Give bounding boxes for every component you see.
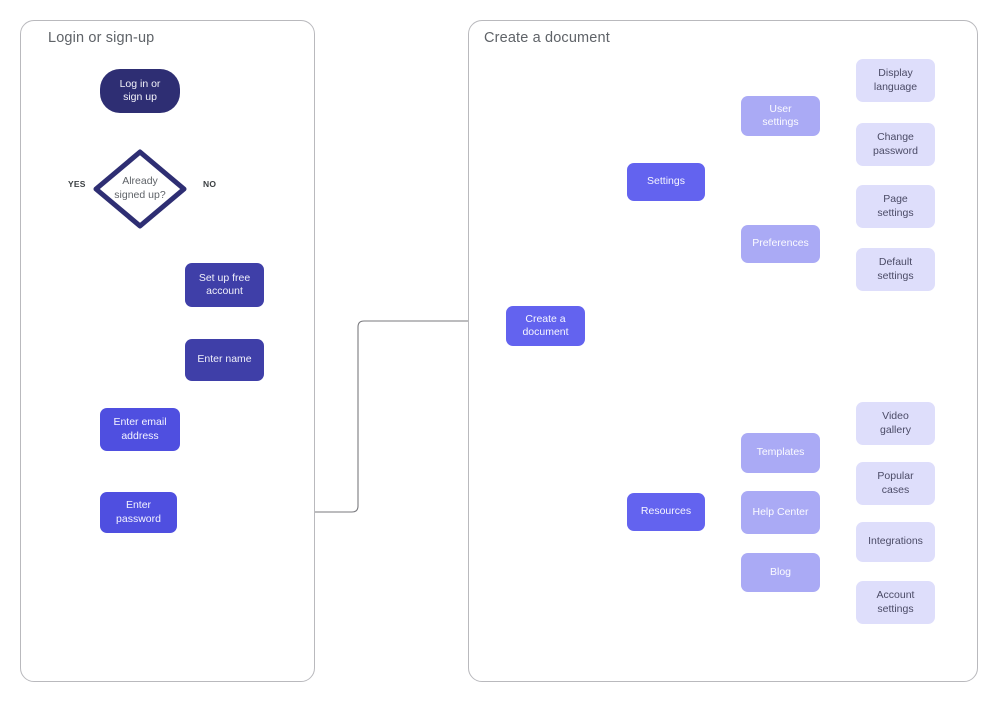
node-already-signed-up[interactable]: Already signed up? (92, 148, 188, 230)
node-popular-cases[interactable]: Popular cases (856, 462, 935, 505)
node-already-signed-up-label: Already signed up? (114, 175, 166, 201)
diamond-shape (93, 149, 187, 229)
edge-label-yes: YES (68, 179, 86, 189)
panel-title-login-signup: Login or sign-up (48, 30, 155, 46)
node-enter-email-address[interactable]: Enter email address (100, 408, 180, 451)
panel-login-signup (20, 20, 315, 682)
node-blog[interactable]: Blog (741, 553, 820, 592)
node-default-settings[interactable]: Default settings (856, 248, 935, 291)
node-templates[interactable]: Templates (741, 433, 820, 473)
node-page-settings[interactable]: Page settings (856, 185, 935, 228)
node-log-in-or-sign-up[interactable]: Log in or sign up (100, 69, 180, 113)
node-change-password[interactable]: Change password (856, 123, 935, 166)
node-preferences[interactable]: Preferences (741, 225, 820, 263)
node-integrations[interactable]: Integrations (856, 522, 935, 562)
node-enter-password[interactable]: Enter password (100, 492, 177, 533)
node-video-gallery[interactable]: Video gallery (856, 402, 935, 445)
node-create-a-document[interactable]: Create a document (506, 306, 585, 346)
node-display-language[interactable]: Display language (856, 59, 935, 102)
edge-label-no: NO (203, 179, 217, 189)
node-settings[interactable]: Settings (627, 163, 705, 201)
node-user-settings[interactable]: User settings (741, 96, 820, 136)
node-enter-name[interactable]: Enter name (185, 339, 264, 381)
node-resources[interactable]: Resources (627, 493, 705, 531)
panel-title-create-document: Create a document (484, 30, 610, 46)
node-account-settings[interactable]: Account settings (856, 581, 935, 624)
node-set-up-free-account[interactable]: Set up free account (185, 263, 264, 307)
node-help-center[interactable]: Help Center (741, 491, 820, 534)
